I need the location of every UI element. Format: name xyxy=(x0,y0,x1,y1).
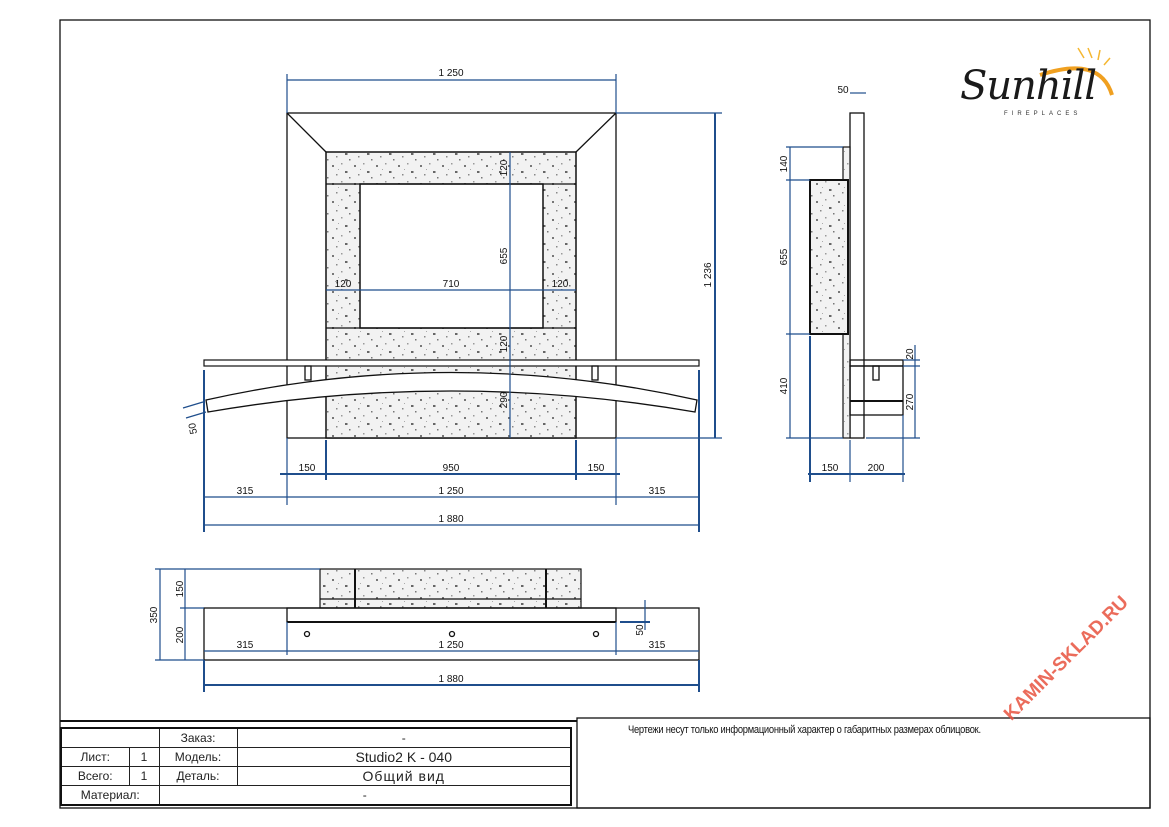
dim-box: 270 xyxy=(905,393,916,410)
dim-top-width: 1 250 xyxy=(438,68,463,79)
dim-side-stone: 655 xyxy=(779,248,790,265)
dim-plan-top: 150 xyxy=(175,580,186,597)
dim-beam-thickness: 50 xyxy=(187,422,200,435)
disclaimer-note: Чертежи несут только информационный хара… xyxy=(628,724,981,736)
arched-beam xyxy=(205,371,698,413)
material-value: - xyxy=(158,785,572,806)
dim-row1-left: 150 xyxy=(299,463,316,474)
logo-subtitle: FIREPLACES xyxy=(1004,111,1082,117)
dim-plan-base: 200 xyxy=(175,626,186,643)
model-value: Studio2 K - 040 xyxy=(236,747,572,767)
dim-top-band: 120 xyxy=(499,159,510,176)
dim-panel: 50 xyxy=(837,85,849,96)
dim-row2-right: 315 xyxy=(649,486,666,497)
blank-cell xyxy=(60,727,160,748)
dim-row2-center: 1 250 xyxy=(438,486,463,497)
dim-depth-box: 200 xyxy=(868,463,885,474)
front-view: 1 250 1 236 120 655 120 290 120 710 120 … xyxy=(182,68,722,532)
dim-bottom-height: 290 xyxy=(499,391,510,408)
dim-side-left: 120 xyxy=(335,279,352,290)
dim-depth-stone: 150 xyxy=(822,463,839,474)
order-value: - xyxy=(236,727,572,748)
dim-shelf: 20 xyxy=(905,348,916,360)
detail-value: Общий вид xyxy=(236,766,572,786)
dim-plan-left: 315 xyxy=(237,640,254,651)
total-value: 1 xyxy=(128,766,160,786)
logo-sun-arc xyxy=(1039,66,1114,96)
dim-overall: 1 880 xyxy=(438,514,463,525)
dim-row2-left: 315 xyxy=(237,486,254,497)
dim-total-height: 1 236 xyxy=(703,262,714,287)
logo-sun-rays xyxy=(1077,47,1111,66)
model-label: Модель: xyxy=(158,747,238,767)
side-view: 50 140 655 410 20 270 150 200 xyxy=(779,85,920,482)
dim-opening-height: 655 xyxy=(499,247,510,264)
dim-plan-total: 350 xyxy=(149,606,160,623)
dim-plan-center: 1 250 xyxy=(438,640,463,651)
dim-plan-right: 315 xyxy=(649,640,666,651)
dim-plan-overall: 1 880 xyxy=(438,674,463,685)
dim-side-right: 120 xyxy=(552,279,569,290)
dim-row1-right: 150 xyxy=(588,463,605,474)
order-label: Заказ: xyxy=(158,727,238,748)
dim-lower-band: 120 xyxy=(499,335,510,352)
total-label: Всего: xyxy=(60,766,130,786)
sheet-border xyxy=(59,19,1151,809)
note-box xyxy=(576,717,1151,809)
plan-view: 350 150 200 50 315 1 250 315 1 880 xyxy=(149,568,700,692)
dim-side-lower: 410 xyxy=(779,377,790,394)
shelf xyxy=(203,359,700,367)
logo-brand: Sunhill xyxy=(960,63,1097,109)
dim-opening-width: 710 xyxy=(443,279,460,290)
dim-row1-center: 950 xyxy=(443,463,460,474)
sunhill-logo: Sunhill FIREPLACES xyxy=(960,55,1110,125)
dim-plan-offset: 50 xyxy=(635,624,646,636)
detail-label: Деталь: xyxy=(158,766,238,786)
dim-side-top: 140 xyxy=(779,155,790,172)
sheet-label: Лист: xyxy=(60,747,130,767)
sheet-value: 1 xyxy=(128,747,160,767)
material-label: Материал: xyxy=(60,785,160,806)
